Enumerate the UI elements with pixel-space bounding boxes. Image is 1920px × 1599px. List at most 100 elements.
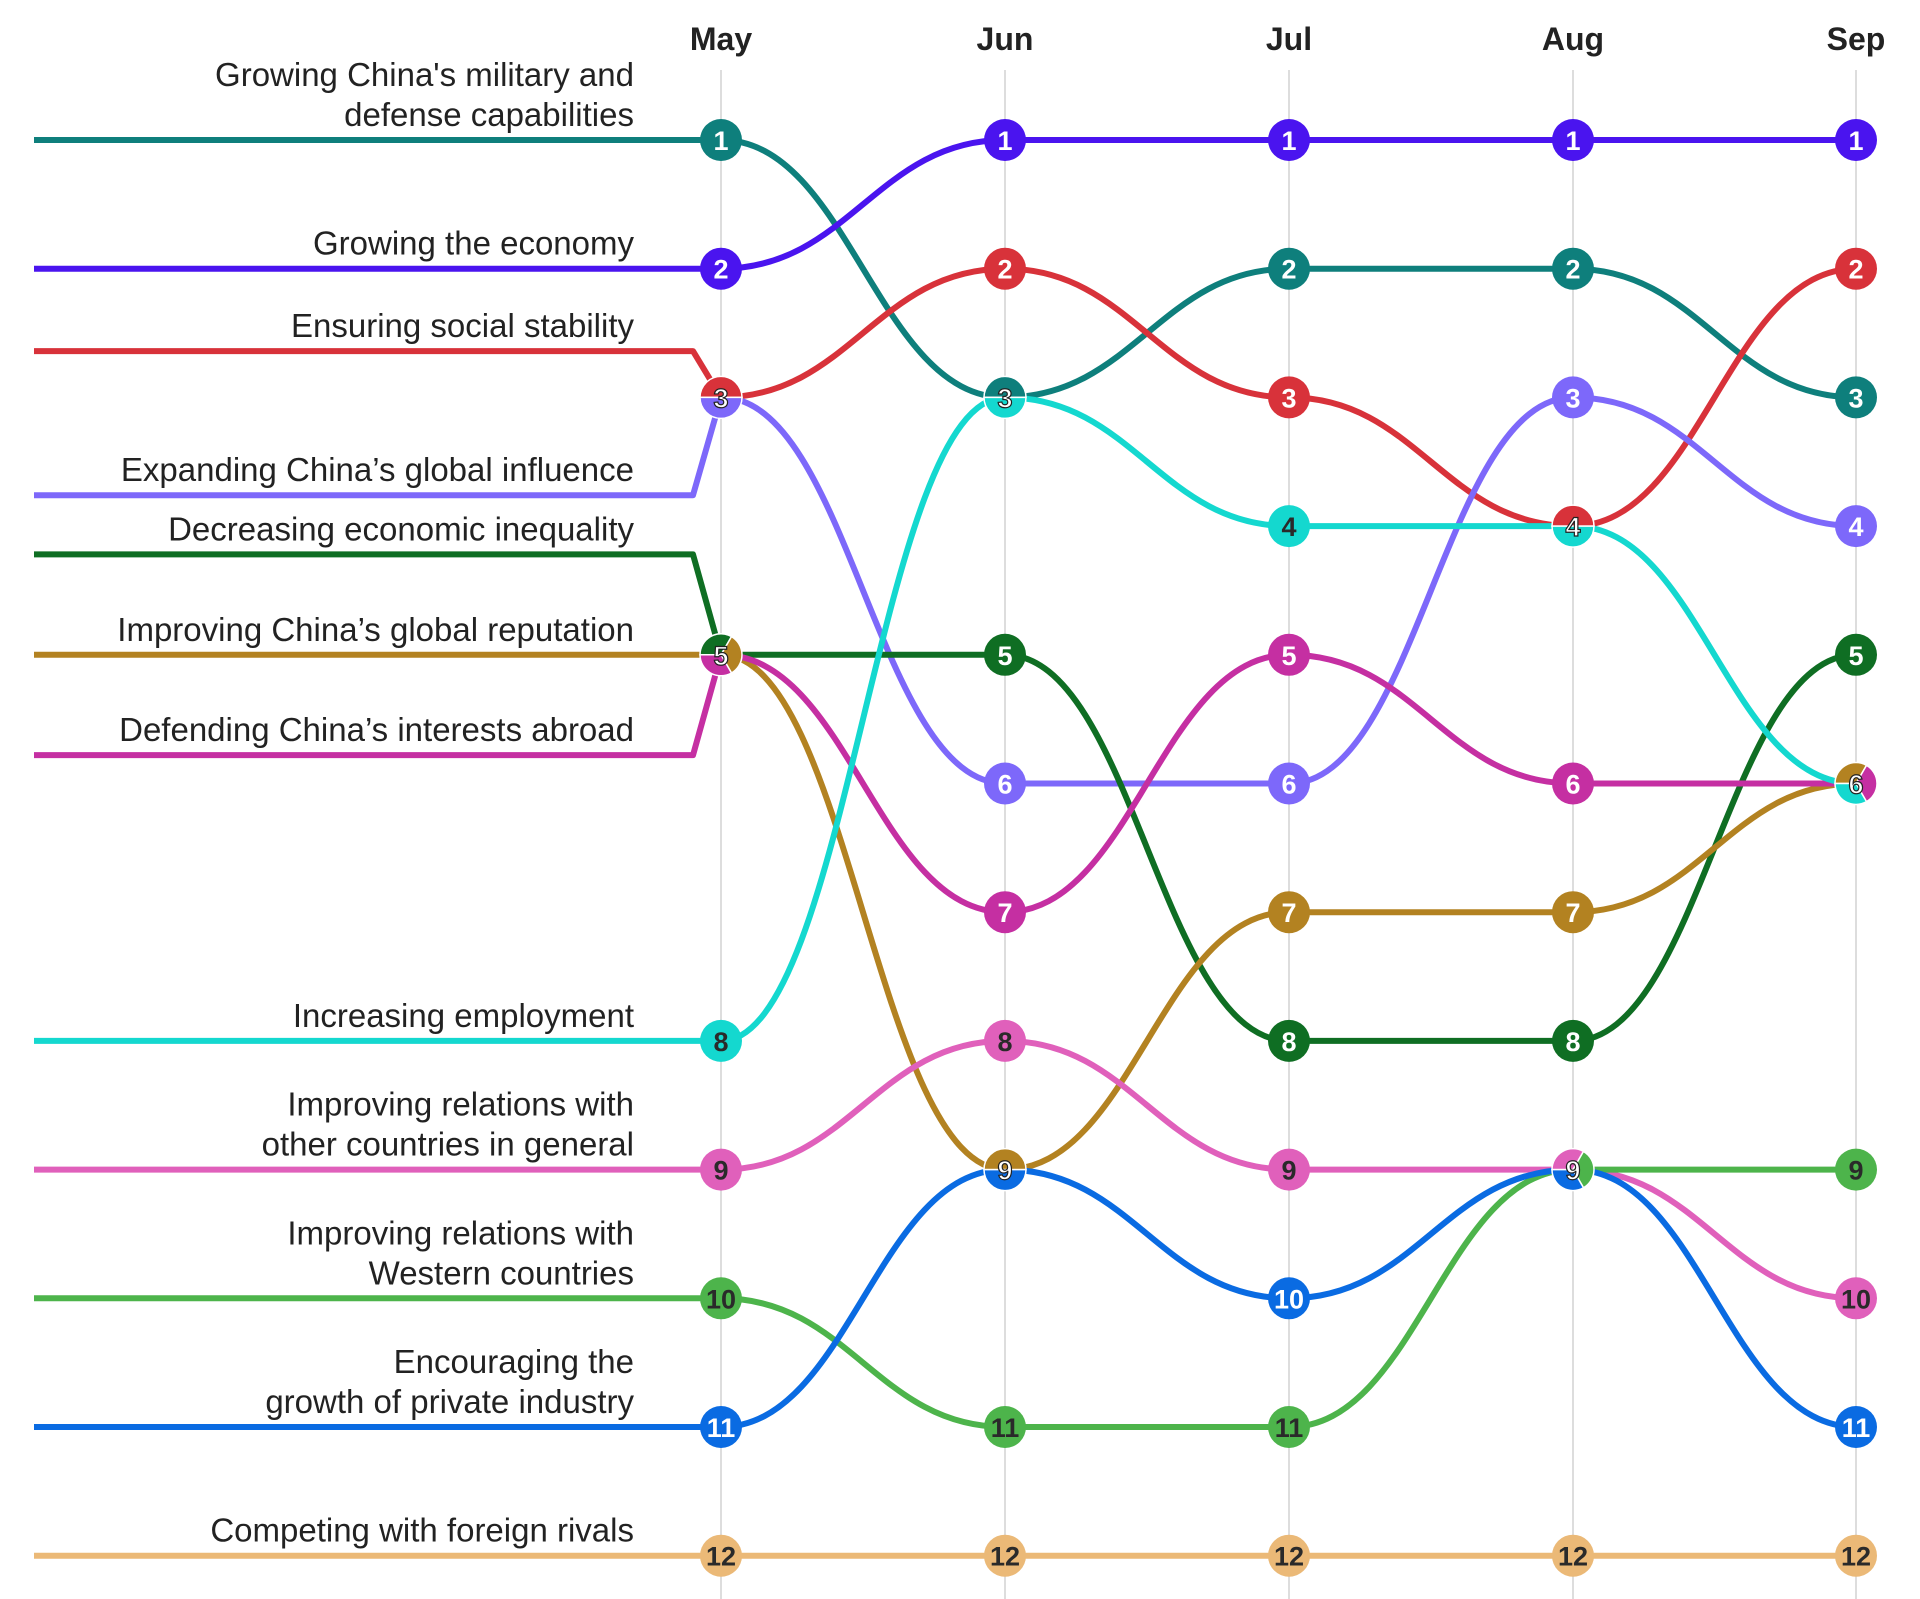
rank-marker: 3 xyxy=(1835,376,1877,419)
rank-number: 11 xyxy=(991,1413,1020,1443)
marker-circle xyxy=(1268,1406,1310,1448)
series-label: Increasing employment xyxy=(293,997,634,1034)
rank-number: 1 xyxy=(1848,126,1863,156)
marker-circle xyxy=(700,1277,742,1320)
series-label: other countries in general xyxy=(262,1126,634,1163)
marker-circle xyxy=(1268,891,1310,934)
series-label: Expanding China’s global influence xyxy=(121,451,634,488)
rank-number: 6 xyxy=(997,770,1012,800)
rank-marker: 2 xyxy=(1552,247,1594,290)
rank-marker: 6 xyxy=(1268,762,1310,805)
rank-marker: 7 xyxy=(1552,891,1594,934)
series-line xyxy=(34,651,1857,1173)
rank-marker: 11 xyxy=(1835,1406,1877,1448)
series-label: Decreasing economic inequality xyxy=(168,510,634,547)
rank-marker: 2 xyxy=(700,247,742,290)
rank-marker: 12 xyxy=(1552,1534,1594,1577)
rank-marker: 7 xyxy=(984,891,1026,934)
rank-number: 10 xyxy=(1841,1284,1871,1314)
month-label: May xyxy=(690,21,752,57)
rank-marker: 4 xyxy=(1835,505,1877,548)
rank-number: 1 xyxy=(1281,126,1296,156)
marker-circle xyxy=(1552,119,1594,161)
series-label: Ensuring social stability xyxy=(291,307,634,344)
rank-number: 4 xyxy=(1848,512,1863,542)
rank-number: 8 xyxy=(713,1027,728,1057)
marker-circle xyxy=(1552,762,1594,805)
marker-wedge xyxy=(699,396,743,420)
marker-circle xyxy=(1268,119,1310,161)
marker-circle xyxy=(1835,1277,1877,1320)
marker-circle xyxy=(1835,1534,1877,1577)
series-label: Western countries xyxy=(369,1254,634,1291)
rank-number: 2 xyxy=(1281,255,1296,285)
rank-number: 7 xyxy=(1281,898,1296,928)
rank-number: 4 xyxy=(1565,512,1580,542)
rank-marker: 12 xyxy=(984,1534,1026,1577)
marker-circle xyxy=(1268,376,1310,419)
marker-circle xyxy=(1835,376,1877,419)
marker-circle xyxy=(1835,247,1877,290)
series-label: Growing China's military and xyxy=(215,56,634,93)
rank-number: 8 xyxy=(1281,1027,1296,1057)
rank-marker: 5 xyxy=(1835,633,1877,676)
rank-number: 9 xyxy=(997,1156,1012,1186)
rank-number: 5 xyxy=(1281,641,1296,671)
marker-circle xyxy=(1835,1406,1877,1448)
series-label: Competing with foreign rivals xyxy=(210,1512,634,1549)
rank-marker: 3 xyxy=(983,375,1027,420)
rank-marker: 1 xyxy=(1552,119,1594,161)
marker-wedge xyxy=(699,375,743,399)
month-label: Sep xyxy=(1827,21,1886,57)
rank-number: 5 xyxy=(713,641,728,671)
marker-circle xyxy=(1268,1019,1310,1062)
marker-circle xyxy=(700,247,742,290)
rank-number: 6 xyxy=(1281,770,1296,800)
series-line xyxy=(34,137,1857,401)
rank-marker: 9 xyxy=(700,1148,742,1191)
rank-number: 12 xyxy=(1841,1542,1871,1572)
month-label: Jun xyxy=(977,21,1034,57)
rank-marker: 11 xyxy=(700,1406,742,1448)
rank-marker: 11 xyxy=(984,1406,1026,1448)
marker-circle xyxy=(1268,762,1310,805)
marker-circle xyxy=(984,119,1026,161)
marker-circle xyxy=(1552,1534,1594,1577)
marker-circle xyxy=(984,1534,1026,1577)
series-label: Improving China’s global reputation xyxy=(117,611,634,648)
marker-circle xyxy=(1268,633,1310,676)
series-label: growth of private industry xyxy=(265,1383,634,1420)
series-label: defense capabilities xyxy=(344,96,634,133)
rank-marker: 12 xyxy=(1268,1534,1310,1577)
marker-circle xyxy=(984,1019,1026,1062)
rank-marker: 9 xyxy=(1835,1148,1877,1191)
rank-marker: 6 xyxy=(1552,762,1594,805)
rank-number: 2 xyxy=(1565,255,1580,285)
rank-number: 6 xyxy=(1848,770,1863,800)
marker-circle xyxy=(1835,633,1877,676)
rank-marker: 2 xyxy=(984,247,1026,290)
marker-circle xyxy=(700,1406,742,1448)
marker-wedge xyxy=(983,375,1027,399)
marker-circle xyxy=(1268,1534,1310,1577)
rank-marker: 9 xyxy=(1551,1147,1595,1192)
rank-number: 3 xyxy=(713,383,728,413)
marker-wedge xyxy=(1834,782,1868,806)
marker-circle xyxy=(700,119,742,161)
rank-marker: 4 xyxy=(1551,504,1595,548)
rank-marker: 11 xyxy=(1268,1406,1310,1448)
rank-marker: 8 xyxy=(1268,1019,1310,1062)
rank-number: 11 xyxy=(707,1413,736,1443)
marker-wedge xyxy=(1551,525,1595,548)
rank-number: 7 xyxy=(997,898,1012,928)
rank-marker: 1 xyxy=(984,119,1026,161)
rank-marker: 9 xyxy=(983,1147,1027,1192)
rank-marker: 12 xyxy=(1835,1534,1877,1577)
rank-number: 9 xyxy=(713,1156,728,1186)
rank-number: 9 xyxy=(1848,1156,1863,1186)
marker-circle xyxy=(984,762,1026,805)
marker-circle xyxy=(984,891,1026,934)
